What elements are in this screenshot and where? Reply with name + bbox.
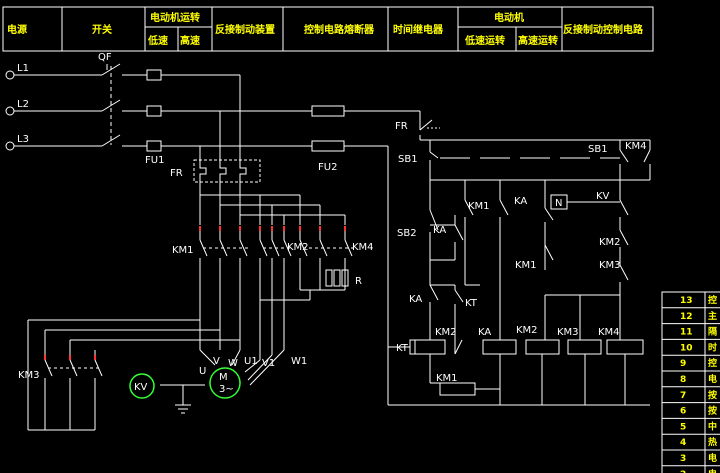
label-km1-ctrl: KM1 bbox=[468, 201, 490, 212]
header-high-run: 高速运转 bbox=[518, 34, 558, 47]
side-table-row-text: 电 bbox=[708, 452, 717, 464]
side-table-row-number: 5 bbox=[680, 422, 686, 432]
motor-m bbox=[209, 367, 241, 399]
thermal-relay-fr bbox=[193, 159, 346, 225]
label-u: U bbox=[199, 366, 206, 377]
side-table-row-number: 13 bbox=[680, 296, 693, 306]
label-v1: V1 bbox=[262, 358, 275, 369]
label-km1-ctrl-2: KM1 bbox=[515, 260, 537, 271]
side-table-row-text: 热 bbox=[708, 436, 717, 448]
label-l1: L1 bbox=[17, 63, 29, 74]
header-low-speed: 低速 bbox=[147, 34, 168, 47]
label-ka-2: KA bbox=[514, 196, 527, 207]
label-kv-motor: KV bbox=[134, 382, 148, 393]
label-qf: QF bbox=[98, 52, 112, 63]
label-kt: KT bbox=[465, 298, 478, 309]
label-km4-main: KM4 bbox=[352, 242, 374, 253]
label-fu1: FU1 bbox=[145, 155, 164, 166]
side-table-row-text: 电 bbox=[708, 373, 717, 385]
header-power: 电源 bbox=[7, 23, 27, 36]
label-km3-main: KM3 bbox=[18, 370, 40, 381]
header-reverse-brake-ctrl: 反接制动控制电路 bbox=[563, 23, 644, 36]
side-table-row-text: 按 bbox=[708, 405, 717, 417]
label-sb2: SB2 bbox=[397, 228, 417, 239]
label-km1-main: KM1 bbox=[172, 245, 194, 256]
side-table-row-number: 3 bbox=[680, 454, 686, 464]
label-w: W bbox=[228, 358, 238, 369]
label-n: N bbox=[555, 198, 562, 209]
header-time-relay: 时间继电器 bbox=[393, 23, 444, 36]
label-fr-ctrl: FR bbox=[395, 121, 408, 132]
label-w1: W1 bbox=[291, 356, 307, 367]
side-table-row-number: 7 bbox=[680, 391, 686, 401]
side-table-row-text: 按 bbox=[708, 389, 717, 401]
header-table bbox=[2, 6, 654, 52]
label-fu2: FU2 bbox=[318, 162, 337, 173]
label-l3: L3 bbox=[17, 134, 29, 145]
label-r: R bbox=[355, 276, 362, 287]
label-km2-ctrl: KM2 bbox=[599, 237, 621, 248]
label-l2: L2 bbox=[17, 99, 29, 110]
power-mains bbox=[5, 63, 421, 160]
main-contactors bbox=[199, 231, 355, 360]
header-low-run: 低速运转 bbox=[464, 34, 505, 47]
side-table-row-number: 2 bbox=[680, 470, 686, 473]
label-km4-coil: KM4 bbox=[598, 327, 620, 338]
label-km3-coil: KM3 bbox=[557, 327, 579, 338]
header-motor-run: 电动机运转 bbox=[150, 11, 200, 24]
label-km2-coil-2: KM2 bbox=[516, 325, 538, 336]
header-high-speed: 高速 bbox=[180, 34, 200, 47]
control-circuit bbox=[387, 119, 651, 406]
side-table-row-number: 10 bbox=[680, 343, 693, 353]
header-reverse-brake: 反接制动装置 bbox=[215, 23, 275, 36]
label-ka-3: KA bbox=[409, 294, 422, 305]
side-table-row-text: 主 bbox=[708, 310, 717, 322]
side-table-row-text: 电 bbox=[708, 468, 717, 473]
label-ka-coil: KA bbox=[478, 327, 491, 338]
header-motor: 电动机 bbox=[494, 11, 524, 24]
side-table-row-text: 中 bbox=[708, 420, 717, 432]
speed-relay-kv-circle bbox=[129, 373, 155, 399]
side-table-row-number: 12 bbox=[680, 312, 693, 322]
label-u1: U1 bbox=[244, 356, 258, 367]
side-table-row-number: 8 bbox=[680, 375, 686, 385]
side-table-row-number: 11 bbox=[680, 328, 693, 338]
label-km3-ctrl: KM3 bbox=[599, 260, 621, 271]
label-km4-ctrl: KM4 bbox=[625, 141, 647, 152]
side-table-row-text: 隔 bbox=[708, 326, 717, 338]
label-km2-coil: KM2 bbox=[435, 327, 457, 338]
label-sb1-left: SB1 bbox=[398, 154, 418, 165]
side-table-row-number: 9 bbox=[680, 359, 686, 369]
side-table-row-number: 4 bbox=[680, 438, 686, 448]
label-sb1-right: SB1 bbox=[588, 144, 608, 155]
label-km2-main: KM2 bbox=[287, 242, 309, 253]
km3-motor-branch bbox=[27, 319, 285, 431]
side-table-rows: 13 控 12 主 11 隔 10 时 9 控 8 电 7 按 6 按 5 中 4 热 3 电 2 电 bbox=[662, 294, 720, 473]
label-fr-main: FR bbox=[170, 168, 183, 179]
label-m3: 3~ bbox=[219, 384, 234, 395]
header-switch: 开关 bbox=[92, 23, 112, 36]
side-table-row-text: 控 bbox=[708, 294, 717, 306]
side-table-row-text: 控 bbox=[708, 357, 717, 369]
contact-marks bbox=[44, 226, 346, 360]
label-km1-coil: KM1 bbox=[436, 373, 458, 384]
label-v: V bbox=[213, 356, 220, 367]
label-ka-1: KA bbox=[433, 225, 446, 236]
header-ctrl-fuse: 控制电路熔断器 bbox=[304, 23, 375, 36]
label-kt-coil: KT bbox=[396, 343, 409, 354]
side-table-row-text: 时 bbox=[708, 341, 717, 353]
label-m: M bbox=[219, 372, 228, 383]
label-kv-ctrl: KV bbox=[596, 191, 610, 202]
side-table-row-number: 6 bbox=[680, 407, 686, 417]
